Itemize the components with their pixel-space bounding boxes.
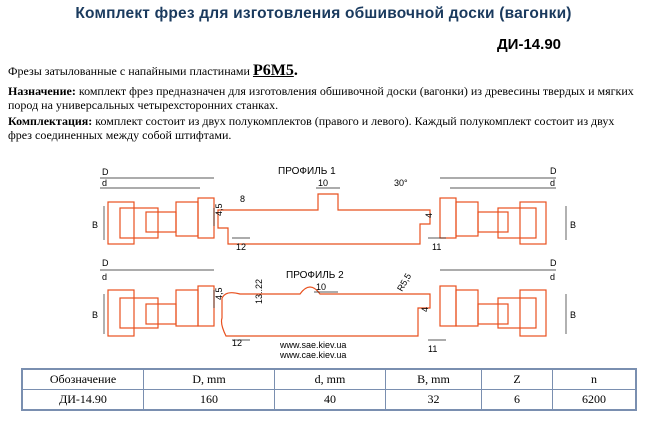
dim-D-top-right: D: [550, 166, 557, 176]
specs-header-row: Обозначение D, mm d, mm B, mm Z n: [21, 368, 637, 390]
dim-12-top: 12: [236, 242, 246, 252]
col-header-B: B, mm: [385, 368, 482, 390]
dim-13-22: 13..22: [254, 279, 264, 304]
dim-B-bottom-left: B: [92, 310, 98, 320]
material-grade: Р6М5: [252, 62, 294, 79]
specs-table: Обозначение D, mm d, mm B, mm Z n ДИ-14.…: [21, 368, 637, 411]
dim-11-top: 11: [432, 242, 441, 252]
page-title: Комплект фрез для изготовления обшивочно…: [75, 5, 572, 22]
material-suffix: .: [293, 62, 298, 79]
product-code: ДИ-14.90: [497, 36, 561, 53]
dim-10-top: 10: [318, 178, 328, 188]
website-url-1: www.sae.kiev.ua: [279, 340, 346, 350]
dim-d-top-left: d: [102, 178, 107, 188]
profile-1-label: ПРОФИЛЬ 1: [278, 166, 336, 177]
intro-line: Фрезы затылованные с напайными пластинам…: [8, 62, 298, 80]
set-paragraph: Комплектация: комплект состоит из двух п…: [8, 114, 640, 142]
dim-4-top: 4: [424, 213, 434, 218]
dim-D-bottom-right: D: [550, 258, 557, 268]
set-text: комплект состоит из двух полукомплектов …: [8, 114, 615, 142]
profile-drawing: D d B D d B D d B D d B 8 10 10 4,5 4,5 …: [92, 166, 576, 360]
dim-d-bottom-left: d: [102, 272, 107, 282]
purpose-paragraph: Назначение: комплект фрез предназначен д…: [8, 84, 640, 112]
dim-D-bottom-left: D: [102, 258, 109, 268]
purpose-label: Назначение:: [8, 84, 76, 98]
dim-r55: R5,5: [395, 272, 413, 293]
cell-designation: ДИ-14.90: [21, 389, 144, 411]
dim-4-bottom: 4: [420, 307, 430, 312]
purpose-text: комплект фрез предназначен для изготовле…: [8, 84, 634, 112]
dim-11-bottom: 11: [428, 344, 437, 354]
dim-d-bottom-right: d: [550, 272, 555, 282]
dimension-lines: [100, 177, 567, 341]
dim-45-top: 4,5: [214, 203, 224, 216]
set-label: Комплектация:: [8, 114, 93, 128]
dim-12-bottom: 12: [232, 338, 242, 348]
dim-B-top-left: B: [92, 220, 98, 230]
dim-30-deg: 30°: [394, 178, 408, 188]
col-header-D: D, mm: [143, 368, 275, 390]
intro-text: Фрезы затылованные с напайными пластинам…: [8, 64, 250, 78]
cell-d: 40: [274, 389, 386, 411]
cell-n: 6200: [552, 389, 637, 411]
dim-10-bottom: 10: [316, 282, 326, 292]
drawing-outlines: [107, 193, 547, 337]
dim-8: 8: [240, 194, 245, 204]
dim-45-bottom: 4,5: [214, 287, 224, 300]
cell-D: 160: [143, 389, 275, 411]
profile-2-label: ПРОФИЛЬ 2: [286, 270, 344, 281]
col-header-n: n: [552, 368, 637, 390]
col-header-d: d, mm: [274, 368, 386, 390]
dim-d-top-right: d: [550, 178, 555, 188]
col-header-designation: Обозначение: [21, 368, 144, 390]
dim-B-top-right: B: [570, 220, 576, 230]
dim-B-bottom-right: B: [570, 310, 576, 320]
cell-B: 32: [385, 389, 482, 411]
cell-Z: 6: [481, 389, 553, 411]
website-url-2: www.cae.kiev.ua: [279, 350, 346, 360]
col-header-Z: Z: [481, 368, 553, 390]
dim-D-top-left: D: [102, 167, 109, 177]
table-row: ДИ-14.90 160 40 32 6 6200: [21, 389, 637, 411]
